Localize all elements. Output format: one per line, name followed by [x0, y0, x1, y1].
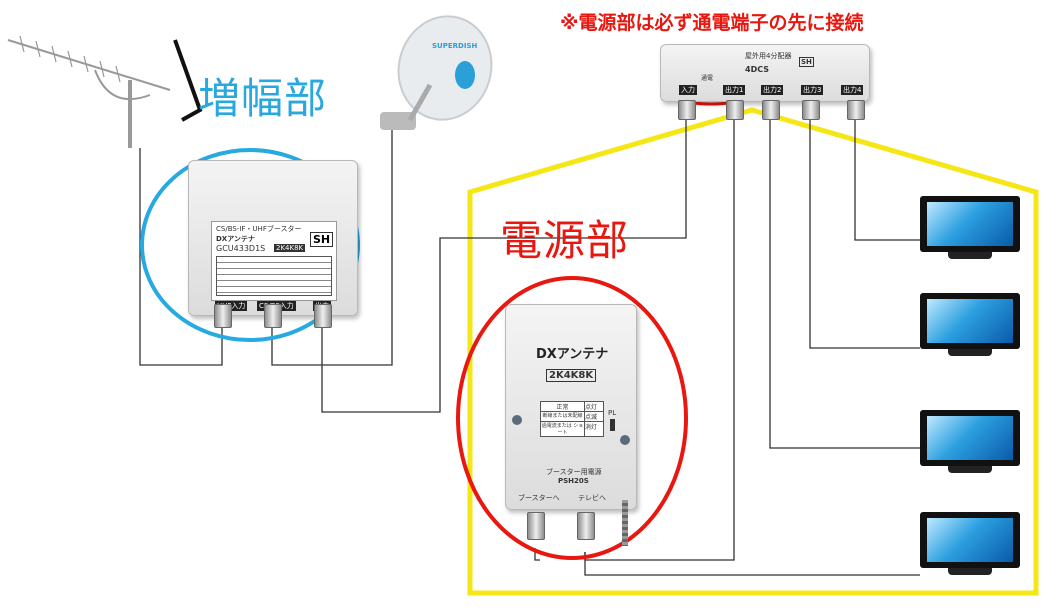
- power-unit-port-tv-label: テレビへ: [578, 494, 606, 502]
- power-unit-led: [610, 419, 615, 431]
- amplifier-badge: SH: [310, 232, 334, 247]
- screw-right-icon: [620, 435, 630, 445]
- amplifier-label: 増幅部: [198, 74, 328, 123]
- power-unit-tv-connector[interactable]: [577, 512, 595, 540]
- tv-1-icon: [920, 196, 1020, 259]
- amplifier-highlight-circle: [140, 148, 360, 342]
- power-unit-model: PSH20S: [558, 477, 589, 485]
- connection-note: ※電源部は必ず通電端子の先に接続: [560, 12, 864, 34]
- tv-2-icon: [920, 293, 1020, 356]
- status-row-2-right: 点滅: [584, 412, 603, 421]
- power-unit-4k-tag: 2K4K8K: [546, 369, 597, 382]
- tv-3-icon: [920, 410, 1020, 473]
- splitter-badge: SH: [799, 57, 814, 67]
- splitter-port-out4-label: 出力4: [841, 85, 864, 95]
- amplifier-spec-table: [216, 256, 332, 296]
- amplifier-brand: DXアンテナ: [216, 235, 255, 243]
- splitter-port-out1-label: 出力1: [723, 85, 746, 95]
- uhf-antenna-icon: [7, 35, 203, 148]
- amplifier-bs-connector[interactable]: [264, 304, 282, 328]
- wire-out2-tv3: [769, 118, 920, 449]
- power-unit-port-booster-label: ブースターへ: [518, 494, 560, 502]
- yellow-frame: [467, 107, 1039, 596]
- power-unit-label: 電源部: [500, 216, 630, 265]
- wire-amp-out: [321, 118, 687, 413]
- satellite-dish-icon: [380, 15, 493, 130]
- power-unit-led-label: PL: [608, 409, 617, 417]
- splitter-power-pass: 通電: [701, 75, 714, 82]
- amplifier-out-connector[interactable]: [314, 304, 332, 328]
- power-unit-highlight-circle: [456, 276, 688, 560]
- splitter-input-connector[interactable]: [678, 100, 696, 120]
- splitter-out3-connector[interactable]: [802, 100, 820, 120]
- amplifier-device: CS/BS-IF・UHFブースター DXアンテナ GCU433D1S SH 2K…: [188, 160, 358, 316]
- amplifier-4k-tag: 2K4K8K: [274, 244, 306, 252]
- wire-uhf-antenna: [139, 148, 223, 366]
- amplifier-model: GCU433D1S: [216, 244, 266, 253]
- amplifier-model-title: CS/BS-IF・UHFブースター: [216, 225, 302, 233]
- wire-out3-tv2: [809, 118, 920, 349]
- splitter-title: 屋外用4分配器: [745, 52, 792, 60]
- status-row-2-left: 断線または未配線: [542, 413, 583, 419]
- status-row-3-right: 消灯: [584, 422, 603, 436]
- amplifier-uhf-connector[interactable]: [214, 304, 232, 328]
- wire-tv-power: [584, 552, 920, 576]
- splitter-port-out2-label: 出力2: [761, 85, 784, 95]
- splitter-model: 4DCS: [745, 65, 769, 74]
- splitter-out4-connector[interactable]: [847, 100, 865, 120]
- splitter-out1-connector[interactable]: [726, 100, 744, 120]
- power-unit-booster-connector[interactable]: [527, 512, 545, 540]
- status-row-1-right: 点灯: [584, 402, 603, 411]
- dish-brand: SUPERDISH: [432, 42, 478, 50]
- status-row-1-left: 正常: [556, 404, 569, 411]
- screw-left-icon: [512, 415, 522, 425]
- splitter-out2-connector[interactable]: [762, 100, 780, 120]
- power-unit-brand: DXアンテナ: [536, 347, 609, 362]
- splitter-device: 屋外用4分配器 4DCS SH 通電 入力 出力1 出力2 出力3 出力4: [660, 44, 870, 102]
- wire-bs-dish: [271, 130, 393, 366]
- status-row-3-left: 過電流または ショート: [541, 423, 584, 436]
- power-unit-status-table: 正常 点灯 断線または未配線 点滅 過電流または ショート 消灯: [540, 401, 604, 437]
- power-unit-name: ブースター用電源: [546, 468, 602, 476]
- tv-4-icon: [920, 512, 1020, 575]
- amplifier-nameplate: CS/BS-IF・UHFブースター DXアンテナ GCU433D1S SH 2K…: [211, 221, 337, 301]
- power-cord-icon: [622, 500, 628, 546]
- splitter-port-input-label: 入力: [679, 85, 697, 95]
- splitter-port-out3-label: 出力3: [801, 85, 824, 95]
- wire-out4-tv1: [854, 118, 920, 241]
- power-unit-device: DXアンテナ 2K4K8K 正常 点灯 断線または未配線 点滅 過電流または シ…: [505, 304, 637, 510]
